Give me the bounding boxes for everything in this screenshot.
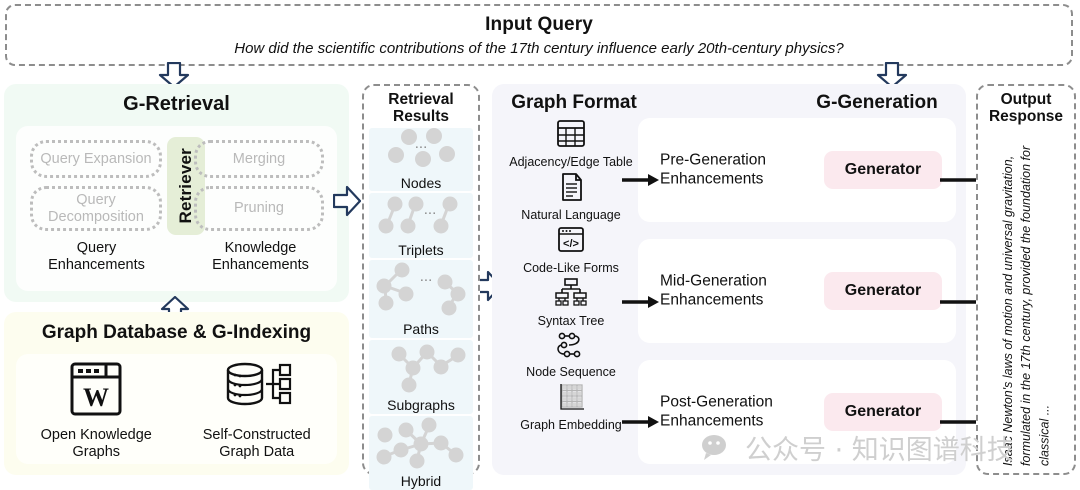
retrieval-result-triplets-label: Triplets: [398, 241, 444, 258]
retrieval-result-triplets[interactable]: ... Triplets: [369, 192, 473, 258]
arrow-right-to-results-icon: [333, 185, 361, 217]
graph-format-label-3: Syntax Tree: [537, 314, 605, 328]
svg-text:...: ...: [424, 201, 437, 218]
merging-label: Merging: [232, 150, 286, 167]
generator-label-pre: Generator: [844, 161, 922, 178]
graph-format-item-code-like-forms[interactable]: </> Code-Like Forms: [496, 224, 646, 275]
graph-format-label-5: Graph Embedding: [520, 418, 622, 432]
retrieval-result-paths-label: Paths: [403, 320, 439, 337]
graph-format-title: Graph Format: [511, 92, 637, 113]
generator-box-pre[interactable]: Generator: [824, 151, 942, 189]
graph-format-item-natural-language[interactable]: Natural Language: [496, 171, 646, 222]
nodes-graph-icon: ...: [371, 127, 471, 177]
embedding-matrix-icon: [551, 381, 591, 418]
input-query-title: Input Query: [485, 13, 593, 35]
pruning-label: Pruning: [234, 200, 284, 217]
graph-format-item-adjacency-edge-table[interactable]: Adjacency/Edge Table: [496, 118, 646, 169]
graph-format-generation-panel: Graph Format G-Generation Adjacency/Edge…: [492, 84, 966, 475]
retrieval-result-paths[interactable]: ... Paths: [369, 259, 473, 338]
query-expansion-box[interactable]: Query Expansion: [30, 140, 162, 178]
table-icon: [554, 118, 588, 155]
graph-database-title: Graph Database & G-Indexing: [41, 322, 312, 343]
svg-text:...: ...: [420, 268, 433, 285]
g-generation-title: G-Generation: [816, 92, 938, 113]
svg-text:...: ...: [415, 135, 428, 152]
input-query-text: How did the scientific contributions of …: [234, 39, 844, 57]
subgraph-graph-icon: [371, 340, 471, 399]
query-decomposition-label: Query Decomposition: [48, 191, 144, 225]
arrow-right-pre-icon: [622, 172, 660, 188]
graph-format-list: Adjacency/Edge Table Natural Language: [496, 118, 646, 434]
triplets-graph-icon: ...: [371, 193, 471, 244]
g-retrieval-inner-card: Query Expansion Query Decomposition Retr…: [16, 126, 337, 291]
svg-text:W: W: [83, 383, 109, 412]
arrow-down-to-generation-icon: [876, 62, 908, 88]
retrieval-result-subgraphs-label: Subgraphs: [387, 396, 455, 413]
generator-label-post: Generator: [844, 403, 922, 420]
arrow-down-to-retrieval-icon: [158, 62, 190, 88]
graph-format-item-syntax-tree[interactable]: Syntax Tree: [496, 277, 646, 328]
graph-format-label-2: Code-Like Forms: [523, 261, 619, 275]
g-retrieval-panel: G-Retrieval Query Expansion Query Decomp…: [4, 84, 349, 302]
node-sequence-icon: [551, 330, 591, 365]
wikipedia-window-icon: W: [66, 360, 126, 423]
svg-text:</>: </>: [563, 238, 579, 250]
database-tree-icon: [221, 360, 293, 423]
generator-box-mid[interactable]: Generator: [824, 272, 942, 310]
query-expansion-label: Query Expansion: [40, 150, 152, 167]
g-retrieval-title: G-Retrieval: [123, 93, 230, 115]
arrow-right-mid-icon: [622, 294, 660, 310]
output-response-text-wrap: Isaac Newton's laws of motion and univer…: [978, 130, 1074, 470]
output-response-text: Isaac Newton's laws of motion and univer…: [1000, 145, 1052, 466]
graph-format-label-1: Natural Language: [521, 208, 621, 222]
retrieval-result-nodes-label: Nodes: [400, 174, 442, 191]
retrieval-result-subgraphs[interactable]: Subgraphs: [369, 339, 473, 414]
graph-database-panel: Graph Database & G-Indexing W Open Knowl…: [4, 312, 349, 475]
retriever-label: Retriever: [176, 148, 195, 224]
hybrid-graph-icon: [371, 416, 471, 475]
code-window-icon: </>: [554, 224, 588, 261]
graph-format-item-graph-embedding[interactable]: Graph Embedding: [496, 381, 646, 432]
retrieval-result-hybrid[interactable]: Hybrid: [369, 415, 473, 490]
graph-format-label-4: Node Sequence: [526, 365, 616, 379]
tree-hierarchy-icon: [551, 277, 591, 314]
generator-box-post[interactable]: Generator: [824, 393, 942, 431]
query-decomposition-box[interactable]: Query Decomposition: [30, 186, 162, 231]
pruning-box[interactable]: Pruning: [194, 186, 324, 231]
input-query-panel: Input Query How did the scientific contr…: [5, 4, 1073, 66]
document-text-icon: [554, 171, 588, 208]
graph-format-label-0: Adjacency/Edge Table: [509, 155, 633, 169]
retrieval-result-nodes[interactable]: ... Nodes: [369, 127, 473, 191]
arrow-right-post-icon: [622, 414, 660, 430]
graph-format-item-node-sequence[interactable]: Node Sequence: [496, 330, 646, 379]
generator-label-mid: Generator: [844, 282, 922, 299]
merging-box[interactable]: Merging: [194, 140, 324, 178]
paths-graph-icon: ...: [371, 260, 471, 323]
